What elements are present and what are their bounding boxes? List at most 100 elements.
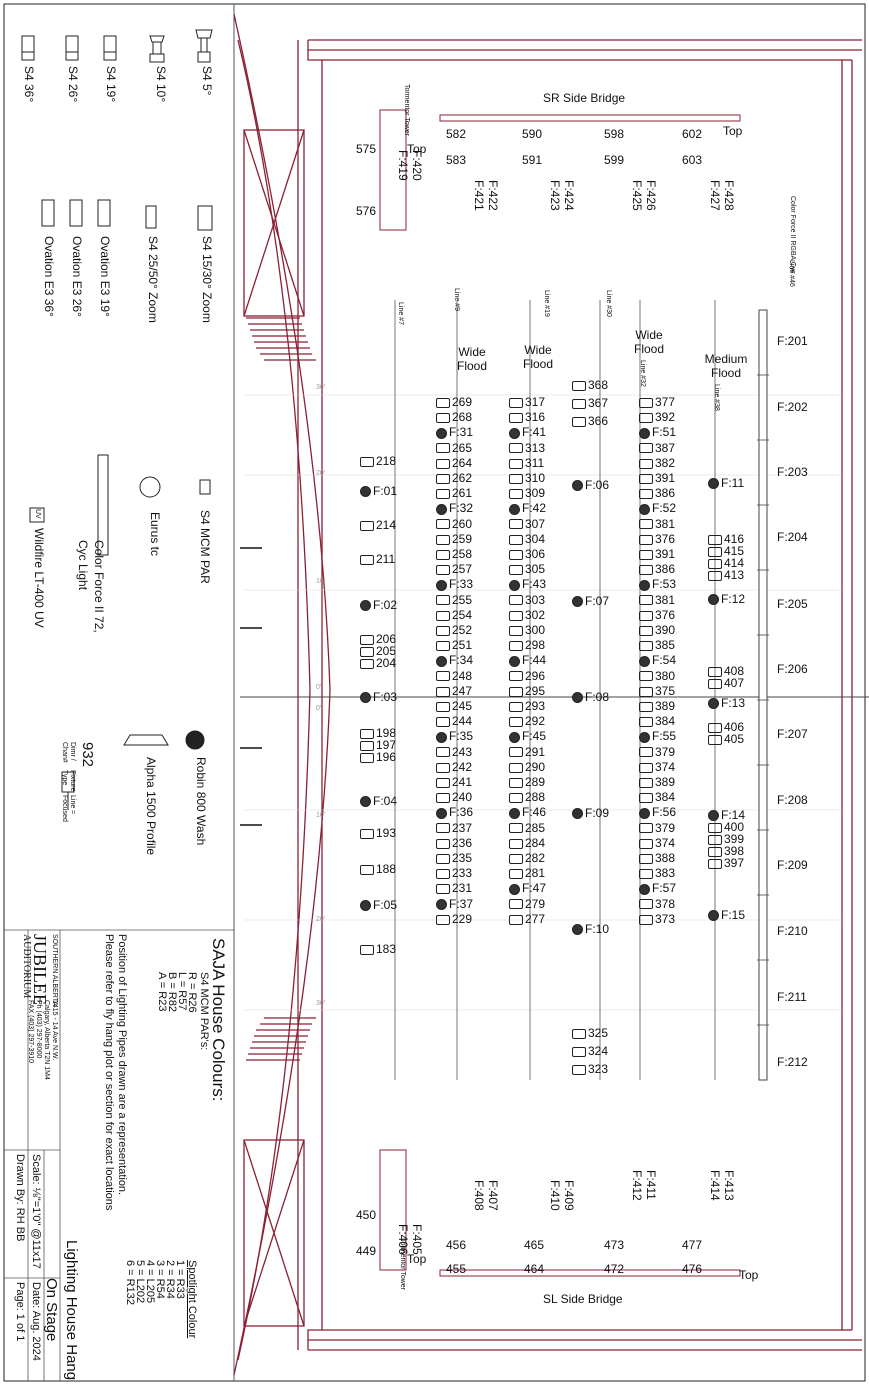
channel-text: 391 [655,471,676,485]
lamp-icon [436,884,450,895]
lamp-icon [436,397,450,408]
line7-channel-11: 196 [358,750,396,764]
line19-channel-22: F:45 [507,729,546,743]
line32-channel-22: F:55 [637,729,676,743]
wide-flood-1: Wide Flood [456,345,488,373]
channel-text: 388 [655,851,676,865]
line32-channel-28: 379 [637,821,675,835]
sr-f423: F:423 [548,180,562,211]
line38-channel-12: 400 [706,820,744,834]
lamp-icon [509,869,523,880]
line38-channel-11: F:14 [706,808,745,822]
channel-text: 298 [525,638,546,653]
sl-f405: F:405 [410,1224,424,1255]
line19-channel-27: F:46 [507,805,546,819]
line9-channel-7: F:32 [434,501,473,515]
channel-text: 366 [588,414,609,428]
lamp-icon [639,413,653,424]
channel-text: F:44 [522,653,547,668]
channel-text: 400 [724,820,745,834]
sl-473: 473 [604,1238,625,1252]
lamp-icon [572,416,586,427]
channel-text: 260 [452,516,473,531]
drawing-title: Lighting House Hang [63,1240,80,1381]
house-colours-title: SAJA House Colours: [209,938,228,1102]
sr-583: 583 [446,153,467,167]
lamp-icon [360,554,374,565]
line7-channel-12: F:04 [358,794,397,808]
lamp-icon [639,914,653,925]
lamp-icon [360,740,374,751]
lamp-icon [436,610,450,621]
lamp-icon [509,777,523,788]
channel-text: 235 [452,851,473,865]
lamp-icon [436,549,450,560]
line9-channel-27: F:36 [434,805,473,819]
channel-text: 211 [376,552,396,566]
line19-channel-31: 281 [507,866,545,880]
lamp-icon [509,625,523,636]
line19-channel-4: 311 [507,456,544,470]
lamp-icon [360,520,374,531]
channel-text: F:08 [585,690,610,704]
cyc-f201: F:201 [777,334,808,348]
channel-text: 399 [724,832,745,846]
cyc-f206: F:206 [777,662,808,676]
line32-channel-4: 382 [637,456,675,470]
sl-450: 450 [356,1208,377,1222]
line7-channel-1: F:01 [358,484,397,498]
channel-text: F:55 [652,729,677,744]
moving-light-icon [639,807,650,819]
channel-text: F:36 [449,805,474,820]
address-2: Calgary, Alberta T2N 1M4 [43,1000,50,1080]
lamp-icon [436,717,450,728]
drawn-by: Drawn By: RH BB [14,1154,26,1242]
line38-channel-14: 398 [706,844,744,858]
channel-text: 324 [588,1044,609,1058]
channel-text: 240 [452,790,473,805]
channel-text: 245 [452,699,473,713]
channel-text: 374 [655,835,676,850]
sr-f425: F:425 [630,180,644,211]
line19-channel-7: F:42 [507,501,546,515]
line7-channel-9: 198 [358,726,396,740]
channel-text: 414 [724,556,745,570]
channel-text: F:12 [721,592,746,606]
lamp-icon [436,519,450,530]
channel-text: 377 [655,395,676,409]
line9-channel-34: 229 [434,912,472,926]
moving-light-icon [436,731,447,743]
line9-channel-6: 261 [434,486,472,500]
lamp-icon [639,534,653,545]
channel-text: 391 [655,547,676,561]
moving-light-icon [572,924,583,936]
line9-channel-11: 257 [434,562,472,576]
channel-text: 247 [452,683,473,698]
channel-text: 292 [525,714,546,729]
channel-text: 373 [655,911,676,926]
lamp-icon [360,658,374,669]
venue-logo: JUBILEE [30,934,50,1005]
wide-flood-2: Wide Flood [522,343,554,371]
lamp-icon [708,570,722,581]
lamp-icon [509,489,523,500]
spot-title: Spotlight Colour [186,1260,198,1339]
channel-text: F:54 [652,653,677,668]
channel-text: 387 [655,440,676,455]
lamp-icon [509,610,523,621]
cyc-f204: F:204 [777,530,808,544]
channel-text: F:32 [449,501,474,516]
channel-text: 305 [525,562,546,577]
legend-ovation-26: Ovation E3 26° [70,236,84,317]
line32-channel-27: F:56 [637,805,676,819]
channel-text: 244 [452,714,473,729]
channel-text: 261 [452,486,473,501]
lamp-icon [436,747,450,758]
line9-channel-28: 237 [434,821,472,835]
lamp-icon [436,473,450,484]
lamp-icon [639,397,653,408]
lamp-icon [509,641,523,652]
channel-text: F:09 [585,806,610,820]
sr-575: 575 [356,142,377,156]
lamp-icon [639,458,653,469]
